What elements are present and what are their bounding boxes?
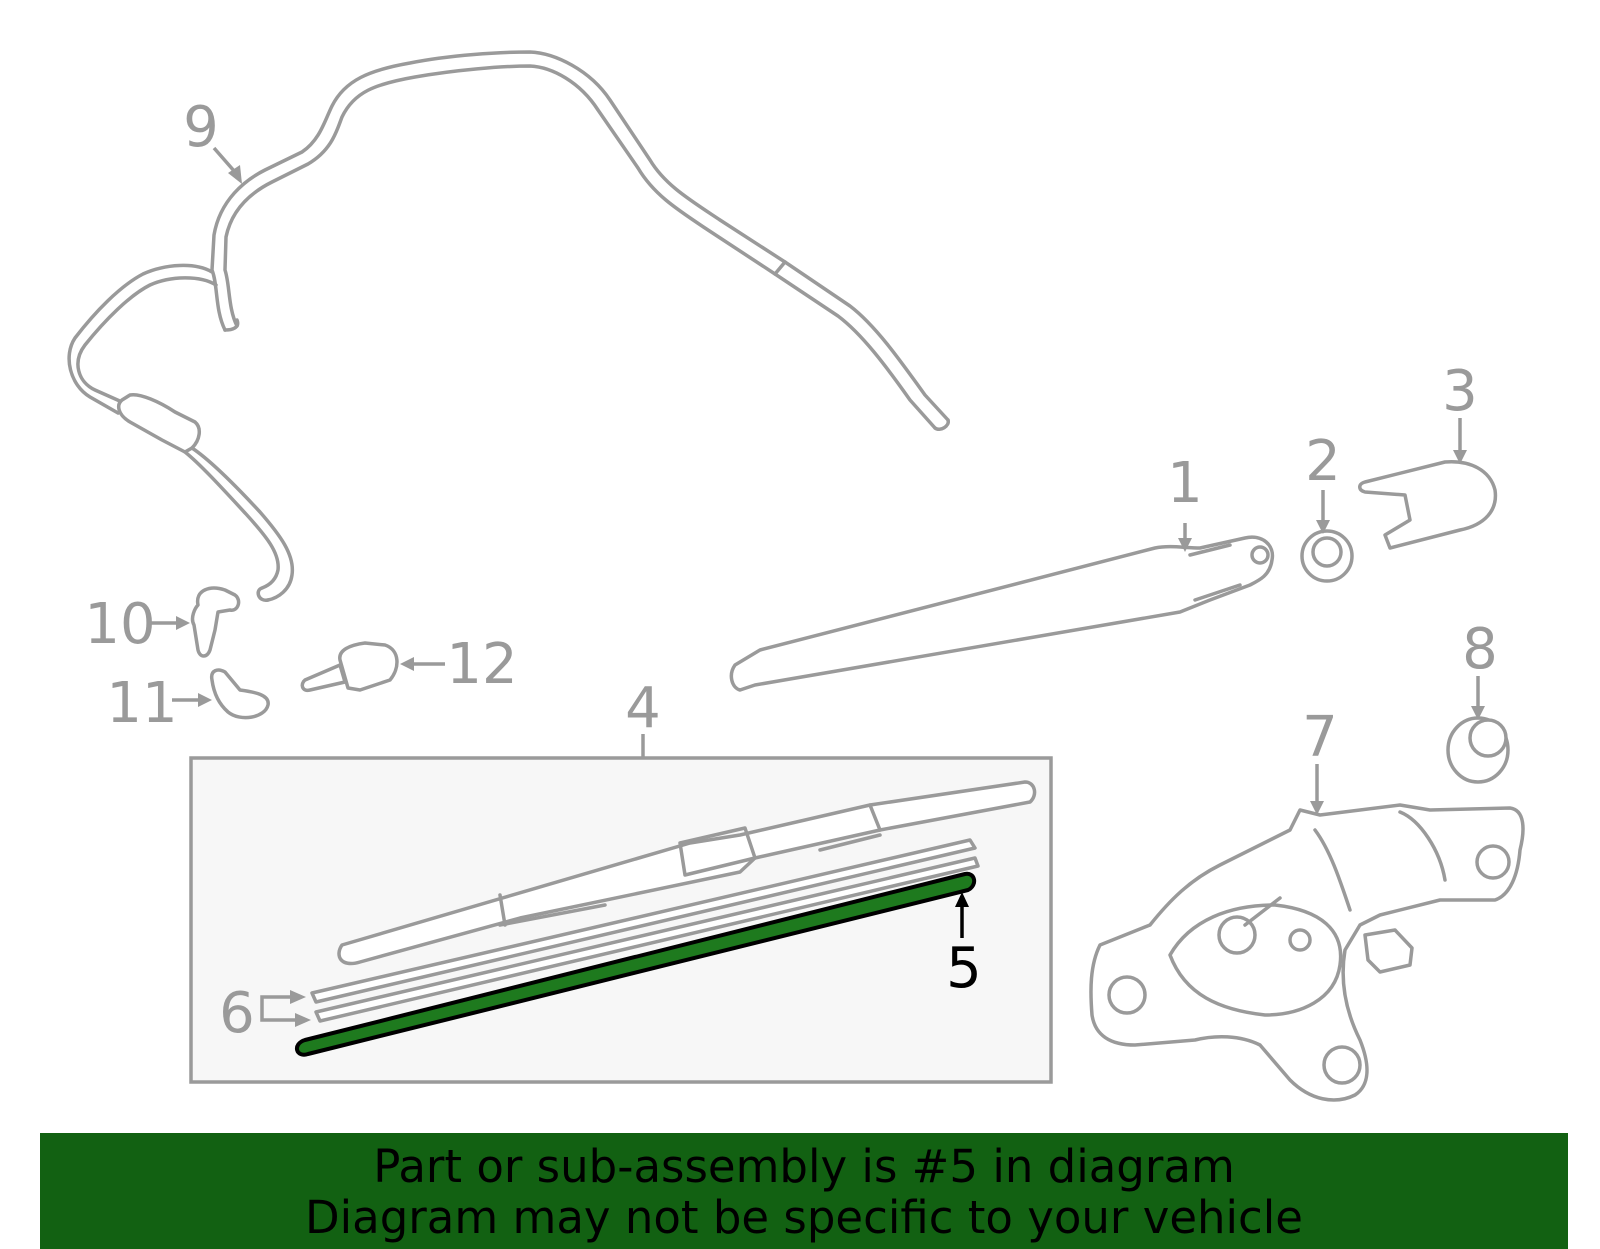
callout-2: 2 xyxy=(1305,429,1341,494)
callout-labels: 1 2 3 4 5 6 7 8 9 10 11 12 xyxy=(84,95,1497,1046)
banner-line-part: Part or sub-assembly is #5 in diagram xyxy=(373,1140,1235,1193)
part-7-wiper-motor[interactable] xyxy=(1089,803,1525,1102)
callout-8: 8 xyxy=(1462,617,1498,682)
part-6-blade-vertebra-upper[interactable] xyxy=(310,838,977,1004)
callout-1: 1 xyxy=(1167,451,1203,516)
part-12-washer-nozzle[interactable] xyxy=(300,641,399,693)
callout-12: 12 xyxy=(446,632,517,697)
callout-9: 9 xyxy=(183,95,219,160)
callout-11: 11 xyxy=(106,671,177,736)
callout-4: 4 xyxy=(625,676,661,741)
callout-arrows xyxy=(150,146,1485,1027)
part-5-rubber-refill[interactable] xyxy=(295,871,977,1057)
part-1-wiper-arm[interactable] xyxy=(729,535,1275,692)
part-4-blade-assembly[interactable] xyxy=(189,756,1053,1084)
part-8-grommet[interactable] xyxy=(1446,716,1510,784)
callout-6: 6 xyxy=(219,981,255,1046)
part-10-hose-connector[interactable] xyxy=(190,586,241,658)
part-2-arm-nut[interactable] xyxy=(1300,529,1354,583)
part-11-hose-clip[interactable] xyxy=(209,668,270,720)
banner-line-disclaimer: Diagram may not be specific to your vehi… xyxy=(305,1191,1303,1244)
part-3-arm-cap[interactable] xyxy=(1358,460,1498,550)
info-banner: Part or sub-assembly is #5 in diagram Di… xyxy=(40,1133,1568,1249)
part-9-washer-hose[interactable] xyxy=(67,50,950,602)
part-6-blade-vertebra-lower[interactable] xyxy=(314,856,980,1023)
callout-5: 5 xyxy=(946,936,982,1001)
callout-10: 10 xyxy=(84,592,155,657)
callout-3: 3 xyxy=(1442,359,1478,424)
callout-7: 7 xyxy=(1302,705,1338,770)
